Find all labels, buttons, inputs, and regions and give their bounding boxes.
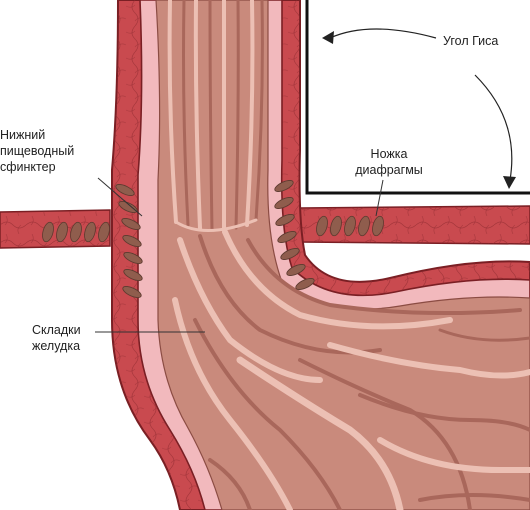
esophageal-folds: [167, 0, 264, 232]
diaphragm: [0, 205, 530, 249]
arrowhead-left-icon: [322, 31, 334, 44]
label-gastric-folds: Складки желудка: [32, 323, 81, 353]
diaphragm-fibers: [42, 215, 384, 243]
angle-of-his-lines: [305, 0, 530, 195]
arrowhead-down-icon: [503, 176, 516, 189]
label-angle-of-his: Угол Гиса: [443, 34, 499, 48]
leader-lines: [95, 177, 384, 333]
mucosa: [155, 0, 530, 510]
gastric-folds: [172, 229, 530, 510]
label-lower-esophageal-sphincter: Нижний пищеводный сфинктер: [0, 128, 75, 174]
sphincter-fibers: [115, 184, 143, 298]
sphincter-fibers-right: [274, 180, 315, 290]
angle-arrow: [329, 28, 513, 181]
label-diaphragm-crus: Ножка диафрагмы: [355, 147, 423, 177]
